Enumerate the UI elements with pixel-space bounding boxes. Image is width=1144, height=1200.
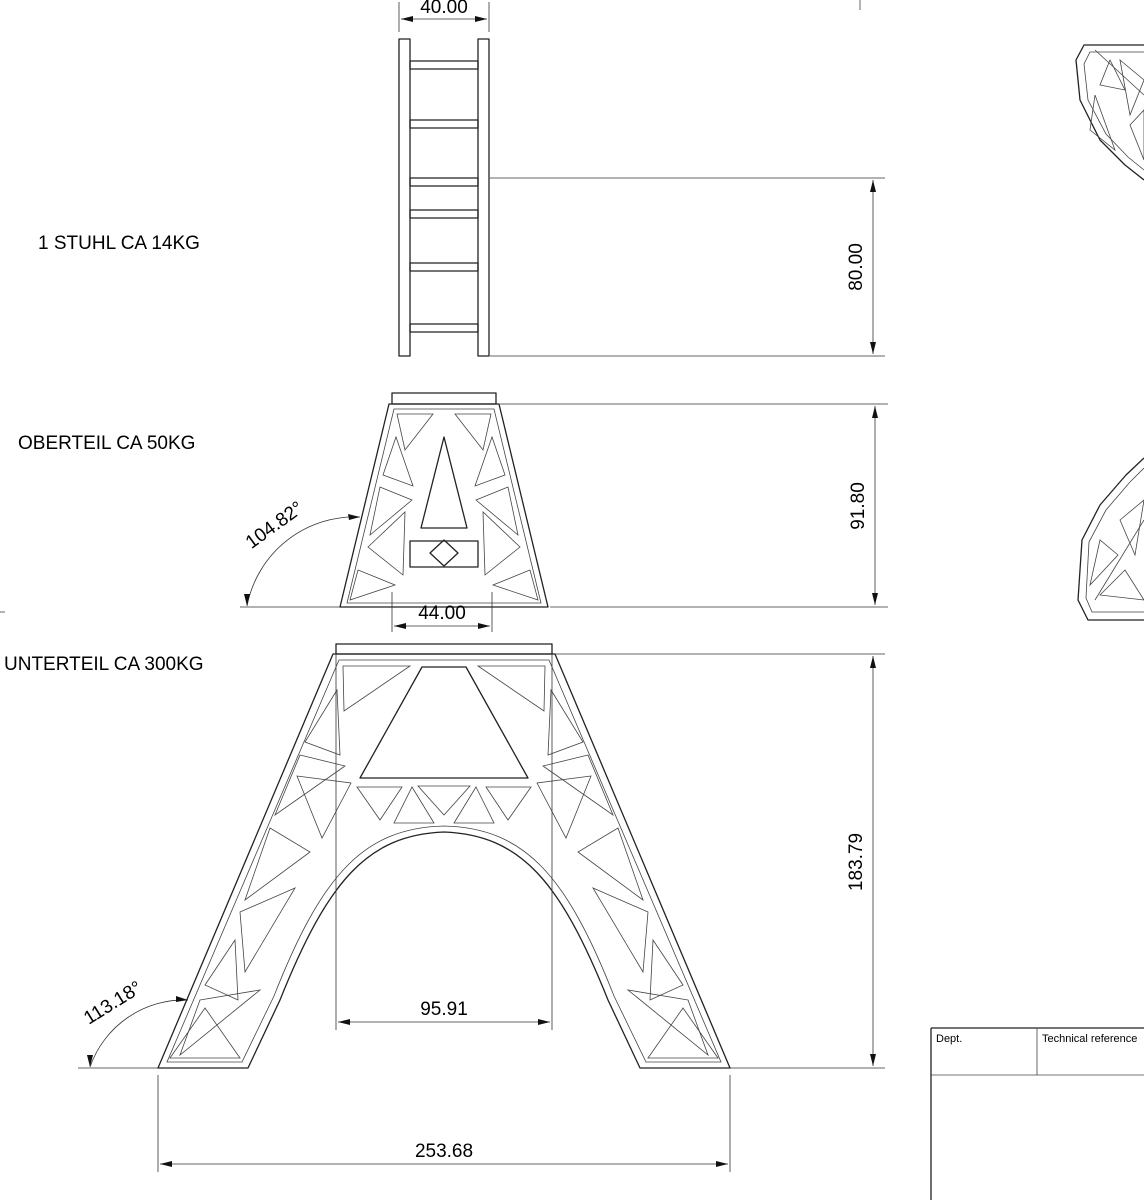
oberteil-right-truss: [454, 413, 539, 601]
stuhl-height-dim: 80.00: [846, 243, 867, 291]
unterteil-view: 183.79 95.91 253.68 113.18°: [78, 643, 885, 1172]
side-view-lower: [1077, 457, 1144, 621]
unterteil-middle-truss: [356, 785, 532, 824]
unterteil-height-dim: 183.79: [846, 833, 867, 891]
side-view-upper: [1075, 44, 1144, 181]
unterteil-base-width-dim: 253.68: [415, 1141, 473, 1162]
title-block-dept: Dept.: [936, 1033, 962, 1045]
unterteil-right-truss: [476, 665, 719, 1059]
label-unterteil: UNTERTEIL CA 300KG: [4, 654, 204, 675]
oberteil-left-truss: [349, 413, 434, 601]
title-block-technical-reference: Technical reference: [1042, 1033, 1137, 1045]
unterteil-left-truss: [169, 665, 412, 1059]
stuhl-view: 40.00 80.00: [398, 0, 885, 357]
label-oberteil: OBERTEIL CA 50KG: [18, 433, 195, 454]
oberteil-angle-dim: 104.82°: [242, 498, 308, 554]
label-stuhl: 1 STUHL CA 14KG: [38, 233, 200, 254]
oberteil-view: 91.80 44.00 104.82°: [240, 392, 888, 632]
unterteil-angle-dim: 113.18°: [80, 977, 146, 1029]
oberteil-height-dim: 91.80: [848, 482, 869, 530]
stuhl-width-dim: 40.00: [420, 0, 468, 18]
title-block: Dept. Technical reference: [930, 1027, 1144, 1200]
unterteil-inner-width-dim: 95.91: [420, 999, 468, 1020]
oberteil-width-dim: 44.00: [418, 603, 466, 624]
stuhl-rungs: [409, 60, 479, 333]
